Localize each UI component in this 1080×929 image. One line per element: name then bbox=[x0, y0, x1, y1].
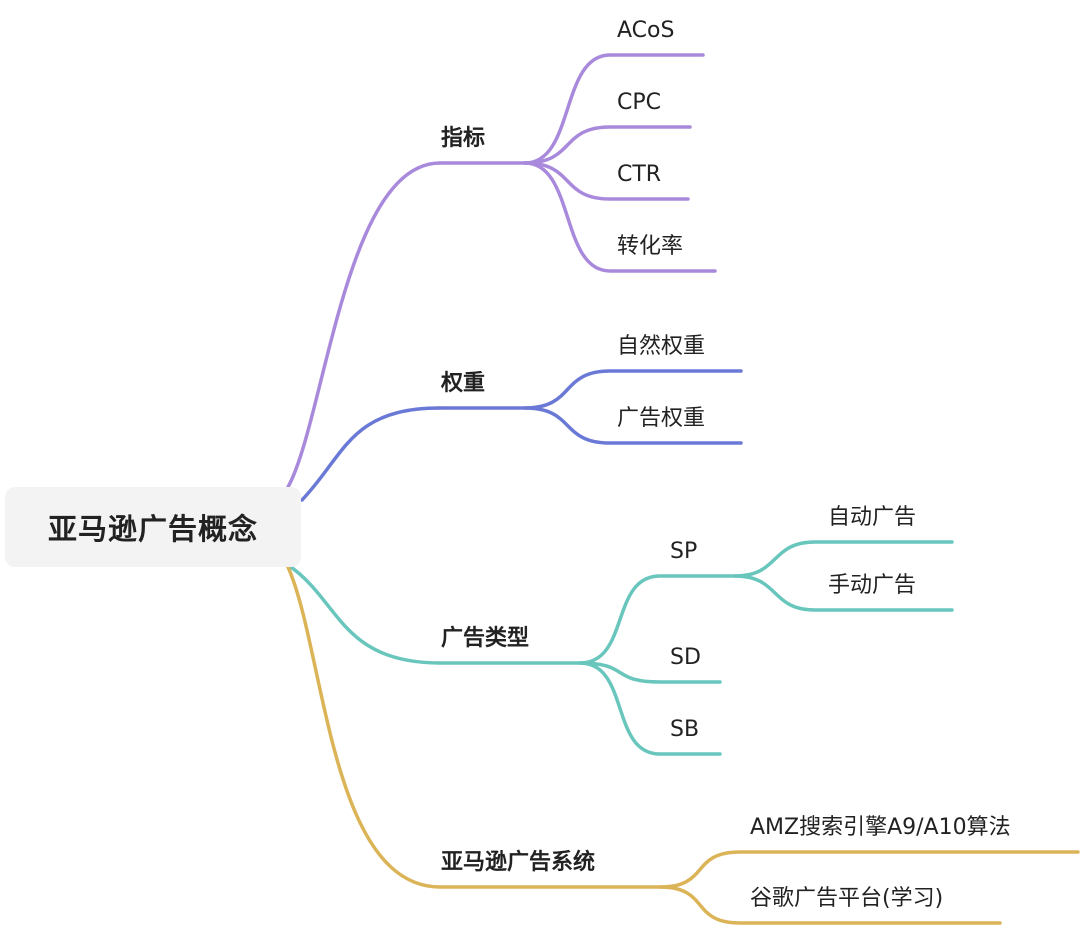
leaf-ctr: CTR bbox=[617, 162, 662, 187]
branch-weight: 权重 bbox=[441, 371, 486, 396]
leaf-manual-ads: 手动广告 bbox=[828, 573, 917, 598]
leaf-acos: ACoS bbox=[617, 18, 675, 43]
connector-manual-ads bbox=[733, 574, 954, 612]
root-node: 亚马逊广告概念 bbox=[5, 487, 301, 567]
node-sp: SP bbox=[670, 539, 698, 564]
connector-root-to-weight bbox=[300, 406, 442, 502]
connector-cpc bbox=[523, 125, 692, 165]
connector-conversion bbox=[523, 161, 717, 273]
branch-ad-types: 广告类型 bbox=[441, 626, 530, 651]
branch-ad-system: 亚马逊广告系统 bbox=[441, 850, 596, 875]
connector-organic-weight bbox=[523, 369, 743, 410]
connector-amz-search bbox=[658, 850, 1080, 889]
branch-metrics: 指标 bbox=[441, 126, 486, 151]
leaf-sd: SD bbox=[670, 645, 701, 670]
connector-google-ads bbox=[658, 885, 1002, 925]
leaf-cpc: CPC bbox=[617, 90, 661, 115]
leaf-ad-weight: 广告权重 bbox=[617, 406, 706, 431]
leaf-organic-weight: 自然权重 bbox=[617, 334, 706, 359]
connector-auto-ads bbox=[733, 540, 954, 578]
connector-ctr bbox=[523, 161, 690, 201]
connector-root-to-adtypes bbox=[286, 563, 442, 665]
leaf-google-ads: 谷歌广告平台(学习) bbox=[750, 886, 944, 911]
leaf-auto-ads: 自动广告 bbox=[828, 505, 917, 530]
leaf-conversion-rate: 转化率 bbox=[617, 234, 684, 259]
leaf-amz-search-engine: AMZ搜索引擎A9/A10算法 bbox=[750, 815, 1011, 840]
connector-sp bbox=[578, 574, 737, 665]
leaf-sb: SB bbox=[670, 717, 700, 742]
connector-root-to-metrics bbox=[286, 161, 442, 489]
root-label: 亚马逊广告概念 bbox=[47, 512, 258, 546]
connector-acos bbox=[523, 53, 705, 165]
connector-root-to-system bbox=[286, 565, 442, 889]
connector-ad-weight bbox=[523, 406, 743, 445]
connector-sb bbox=[578, 661, 722, 756]
connector-sd bbox=[578, 661, 722, 684]
